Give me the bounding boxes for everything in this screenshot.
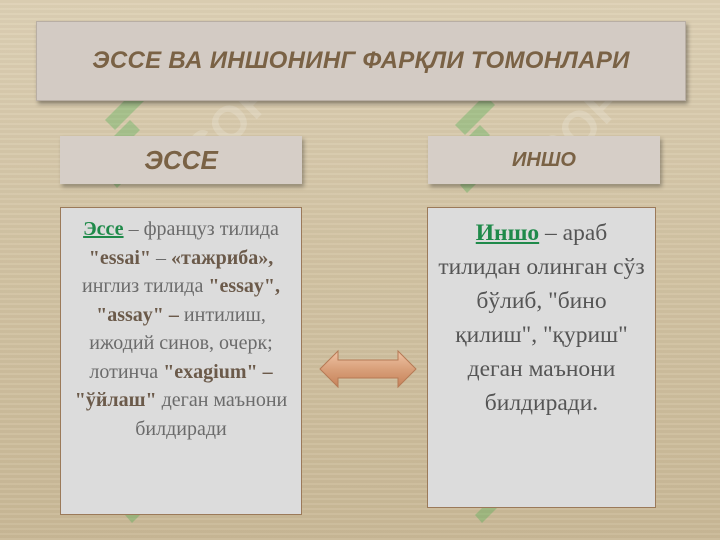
esse-word: "essay", xyxy=(208,275,280,297)
esse-word: – xyxy=(168,303,179,326)
esse-word: – xyxy=(262,360,273,383)
esse-definition-panel: Эссе – француз тилида "essai" – «тажриба… xyxy=(60,207,302,515)
insho-text: – араб тилидан олинган сўз бўлиб, "бино … xyxy=(438,220,645,416)
esse-text: деган маънони билдиради xyxy=(135,389,288,440)
header-esse-label: ЭССЕ xyxy=(144,144,218,175)
esse-word: "essai" xyxy=(88,246,151,269)
title-box: ЭССЕ ВА ИНШОНИНГ ФАРҚЛИ ТОМОНЛАРИ xyxy=(36,21,686,101)
esse-text: интилиш, ижодий синов, очерк; лотинча xyxy=(89,303,273,383)
insho-term: Иншо xyxy=(475,220,540,246)
header-insho: ИНШО xyxy=(428,136,660,184)
header-esse: ЭССЕ xyxy=(60,136,302,184)
esse-word: «тажриба», xyxy=(171,246,274,269)
insho-definition-panel: Иншо – араб тилидан олинган сўз бўлиб, "… xyxy=(427,207,656,508)
esse-term: Эссе xyxy=(83,218,124,240)
slide-title: ЭССЕ ВА ИНШОНИНГ ФАРҚЛИ ТОМОНЛАРИ xyxy=(92,47,630,74)
esse-text: инглиз тилида xyxy=(81,275,209,297)
esse-word: "ўйлаш" xyxy=(74,389,157,411)
double-arrow-icon xyxy=(319,349,417,389)
header-insho-label: ИНШО xyxy=(512,148,576,171)
esse-text: – xyxy=(151,246,171,269)
esse-text: – француз тилида xyxy=(123,218,279,240)
esse-word: "exagium" xyxy=(163,360,258,383)
esse-word: "assay" xyxy=(96,303,164,326)
